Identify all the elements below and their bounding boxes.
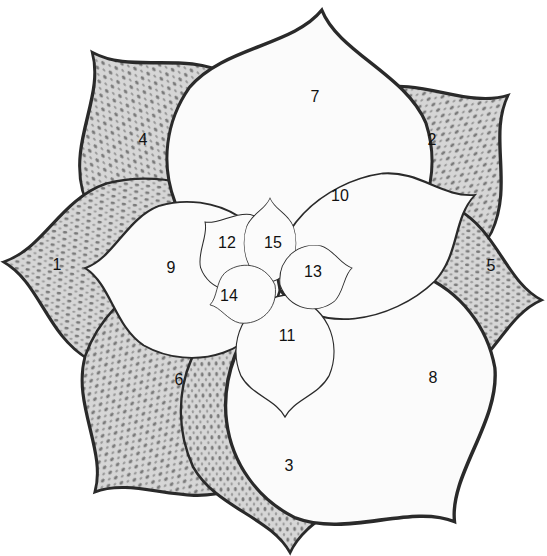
callout-number: 13 [304, 264, 322, 280]
callout-number: 1 [53, 257, 62, 273]
callout-number: 15 [264, 235, 282, 251]
callout-number: 3 [285, 458, 294, 474]
callout-number: 8 [429, 370, 438, 386]
callout-number: 11 [279, 328, 296, 344]
callout-number: 2 [428, 132, 437, 148]
callout-number: 9 [167, 260, 176, 276]
callout-number: 7 [311, 89, 320, 105]
callout-number: 6 [175, 372, 184, 388]
callout-number: 12 [218, 235, 236, 251]
callout-number: 4 [139, 132, 148, 148]
callout-number: 14 [220, 288, 238, 304]
callout-number: 10 [331, 188, 349, 204]
callout-number: 5 [487, 258, 496, 274]
